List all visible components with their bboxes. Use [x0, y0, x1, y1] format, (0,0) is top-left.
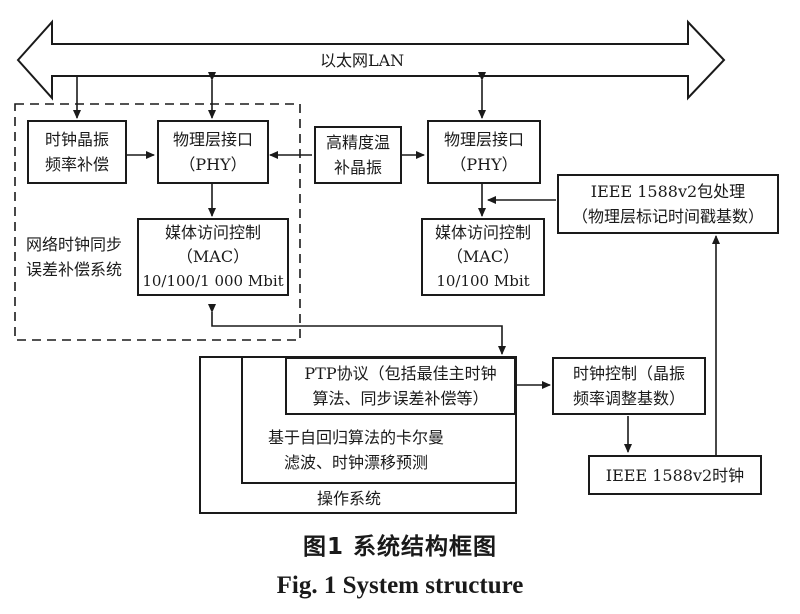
mac-left-line-3: 10/100/1 000 Mbit — [142, 272, 284, 290]
ieee-packet-box: IEEE 1588v2包处理 （物理层标记时间戳基数） — [557, 174, 779, 234]
ethernet-bus — [16, 19, 726, 101]
clock-control-box: 时钟控制（晶振 频率调整基数） — [552, 357, 706, 415]
phy-right-line-1: 物理层接口 — [443, 130, 524, 149]
os-layer-label: 操作系统 — [317, 489, 382, 508]
sync-system-boundary — [14, 103, 301, 341]
kalman-line-1: 基于自回归算法的卡尔曼 — [268, 428, 445, 447]
mac-right-line-2: （MAC） — [446, 247, 520, 266]
sync-system-label-line-1: 网络时钟同步 — [26, 235, 123, 254]
figure-caption-en: Fig. 1 System structure — [276, 572, 524, 599]
phy-left-line-2: （PHY） — [179, 155, 247, 174]
arrow-mac-ptp — [208, 304, 506, 355]
phy-left-box: 物理层接口 （PHY） — [157, 120, 269, 184]
mac-right-box: 媒体访问控制 （MAC） 10/100 Mbit — [421, 218, 545, 296]
phy-right-line-2: （PHY） — [450, 155, 518, 174]
figure-caption-cn: 图1 系统结构框图 — [302, 534, 497, 560]
phy-left-line-1: 物理层接口 — [172, 130, 253, 149]
kalman-layer-label: 基于自回归算法的卡尔曼 滤波、时钟漂移预测 — [268, 425, 444, 475]
ptp-line-2: 算法、同步误差补偿等） — [312, 389, 489, 408]
ethernet-lan-label: 以太网LAN — [320, 51, 405, 70]
sync-system-label-line-2: 误差补偿系统 — [26, 260, 123, 279]
osc-line-1: 高精度温 — [325, 133, 390, 152]
mac-right-line-3: 10/100 Mbit — [436, 272, 530, 290]
clock-compensation-box: 时钟晶振 频率补偿 — [27, 120, 127, 184]
clock-ctrl-line-1: 时钟控制（晶振 — [572, 364, 685, 383]
mac-right-line-1: 媒体访问控制 — [434, 223, 531, 242]
ieee-pkt-line-1: IEEE 1588v2包处理 — [590, 182, 746, 201]
mac-left-line-1: 媒体访问控制 — [164, 223, 261, 242]
ieee-clock-line-1: IEEE 1588v2时钟 — [605, 465, 745, 485]
oscillator-box: 高精度温 补晶振 — [314, 126, 402, 184]
clock-ctrl-line-2: 频率调整基数） — [572, 389, 685, 408]
ieee-pkt-line-2: （物理层标记时间戳基数） — [571, 207, 764, 226]
sync-system-label: 网络时钟同步 误差补偿系统 — [26, 232, 122, 282]
clock-comp-line-1: 时钟晶振 — [44, 130, 109, 149]
ptp-line-1: PTP协议（包括最佳主时钟 — [304, 364, 497, 383]
ptp-box: PTP协议（包括最佳主时钟 算法、同步误差补偿等） — [285, 357, 516, 415]
phy-right-box: 物理层接口 （PHY） — [427, 120, 541, 184]
clock-comp-line-2: 频率补偿 — [44, 155, 109, 174]
mac-left-box: 媒体访问控制 （MAC） 10/100/1 000 Mbit — [137, 218, 289, 296]
ieee-clock-box: IEEE 1588v2时钟 — [588, 455, 762, 495]
mac-left-line-2: （MAC） — [176, 247, 250, 266]
kalman-line-2: 滤波、时钟漂移预测 — [284, 453, 429, 472]
osc-line-2: 补晶振 — [333, 158, 382, 177]
